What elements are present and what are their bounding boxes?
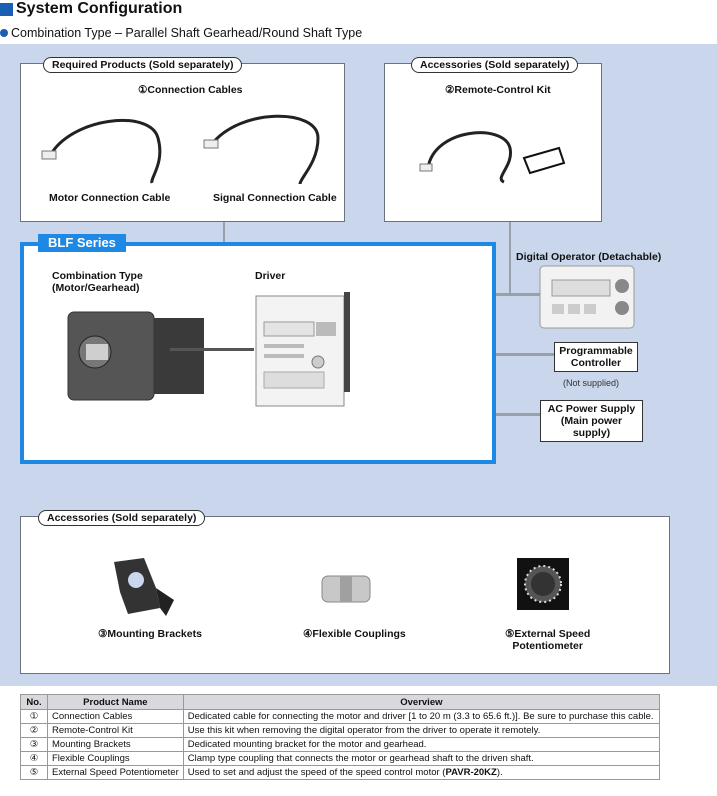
external-speed-potentiometer-label: ⑤External Speed Potentiometer	[505, 628, 591, 652]
driver-image	[255, 292, 350, 407]
accessories-top-header: Accessories (Sold separately)	[411, 57, 579, 73]
row-product-name: Mounting Brackets	[47, 737, 184, 752]
accessories-top-box	[384, 63, 602, 222]
table-row: ⑤ External Speed Potentiometer Used to s…	[20, 765, 661, 780]
row-product-name: Remote-Control Kit	[47, 723, 184, 738]
motor-cable-label: Motor Connection Cable	[49, 192, 171, 204]
title-square-icon	[0, 2, 13, 16]
row-overview: Dedicated mounting bracket for the motor…	[182, 737, 661, 752]
motor-gearhead-image	[67, 311, 204, 401]
page-title: System Configuration	[0, 0, 182, 18]
driver-cable-line	[224, 348, 254, 351]
signal-cable-label: Signal Connection Cable	[213, 192, 337, 204]
table-row: ③ Mounting Brackets Dedicated mounting b…	[20, 737, 661, 752]
bullet-dot-icon	[0, 29, 8, 37]
row-no: ①	[20, 709, 48, 724]
ac-power-supply-box: AC Power Supply (Main power supply)	[540, 400, 643, 442]
driver-label: Driver	[255, 270, 286, 282]
blf-series-tab: BLF Series	[38, 234, 126, 252]
page-subtitle: Combination Type – Parallel Shaft Gearhe…	[0, 26, 362, 40]
flexible-couplings-label: ④Flexible Couplings	[303, 628, 406, 640]
flexible-coupling-image	[321, 575, 371, 603]
row-product-name: Connection Cables	[47, 709, 184, 724]
required-products-header: Required Products (Sold separately)	[43, 57, 243, 73]
row-no: ②	[20, 723, 48, 738]
table-header-product: Product Name	[47, 694, 184, 710]
motor-cable-line	[170, 348, 224, 351]
speed-potentiometer-image	[517, 558, 569, 610]
row-no: ⑤	[20, 765, 48, 780]
row-no: ④	[20, 751, 48, 766]
row-overview: Clamp type coupling that connects the mo…	[182, 751, 661, 766]
model-number: PAVR-20KZ	[445, 767, 497, 778]
digital-operator-image	[539, 265, 635, 329]
signal-cable-image	[203, 114, 320, 185]
connection-cables-label: ①Connection Cables	[138, 84, 243, 96]
table-row: ② Remote-Control Kit Use this kit when r…	[20, 723, 661, 738]
accessories-bottom-header: Accessories (Sold separately)	[38, 510, 206, 526]
table-row: ④ Flexible Couplings Clamp type coupling…	[20, 751, 661, 766]
row-overview: Used to set and adjust the speed of the …	[182, 765, 661, 780]
row-no: ③	[20, 737, 48, 752]
remote-connector-line	[509, 221, 511, 295]
table-header-overview: Overview	[182, 694, 661, 710]
table-header-row: No. Product Name Overview	[20, 694, 661, 710]
programmable-controller-box: Programmable Controller	[554, 342, 638, 372]
motor-cable-image	[41, 118, 162, 184]
required-products-box	[20, 63, 345, 222]
table-row: ① Connection Cables Dedicated cable for …	[20, 709, 661, 724]
row-product-name: External Speed Potentiometer	[47, 765, 184, 780]
not-supplied-note: (Not supplied)	[563, 378, 620, 388]
digital-operator-label: Digital Operator (Detachable)	[516, 251, 662, 263]
row-overview: Dedicated cable for connecting the motor…	[182, 709, 661, 724]
combination-type-label: Combination Type (Motor/Gearhead)	[52, 270, 143, 294]
mounting-brackets-label: ③Mounting Brackets	[98, 628, 202, 640]
product-table: No. Product Name Overview ① Connection C…	[20, 694, 661, 780]
row-overview: Use this kit when removing the digital o…	[182, 723, 661, 738]
remote-control-kit-label: ②Remote-Control Kit	[445, 84, 551, 96]
remote-kit-image	[419, 131, 566, 184]
table-header-no: No.	[20, 694, 48, 710]
mounting-bracket-image	[114, 558, 174, 616]
row-product-name: Flexible Couplings	[47, 751, 184, 766]
